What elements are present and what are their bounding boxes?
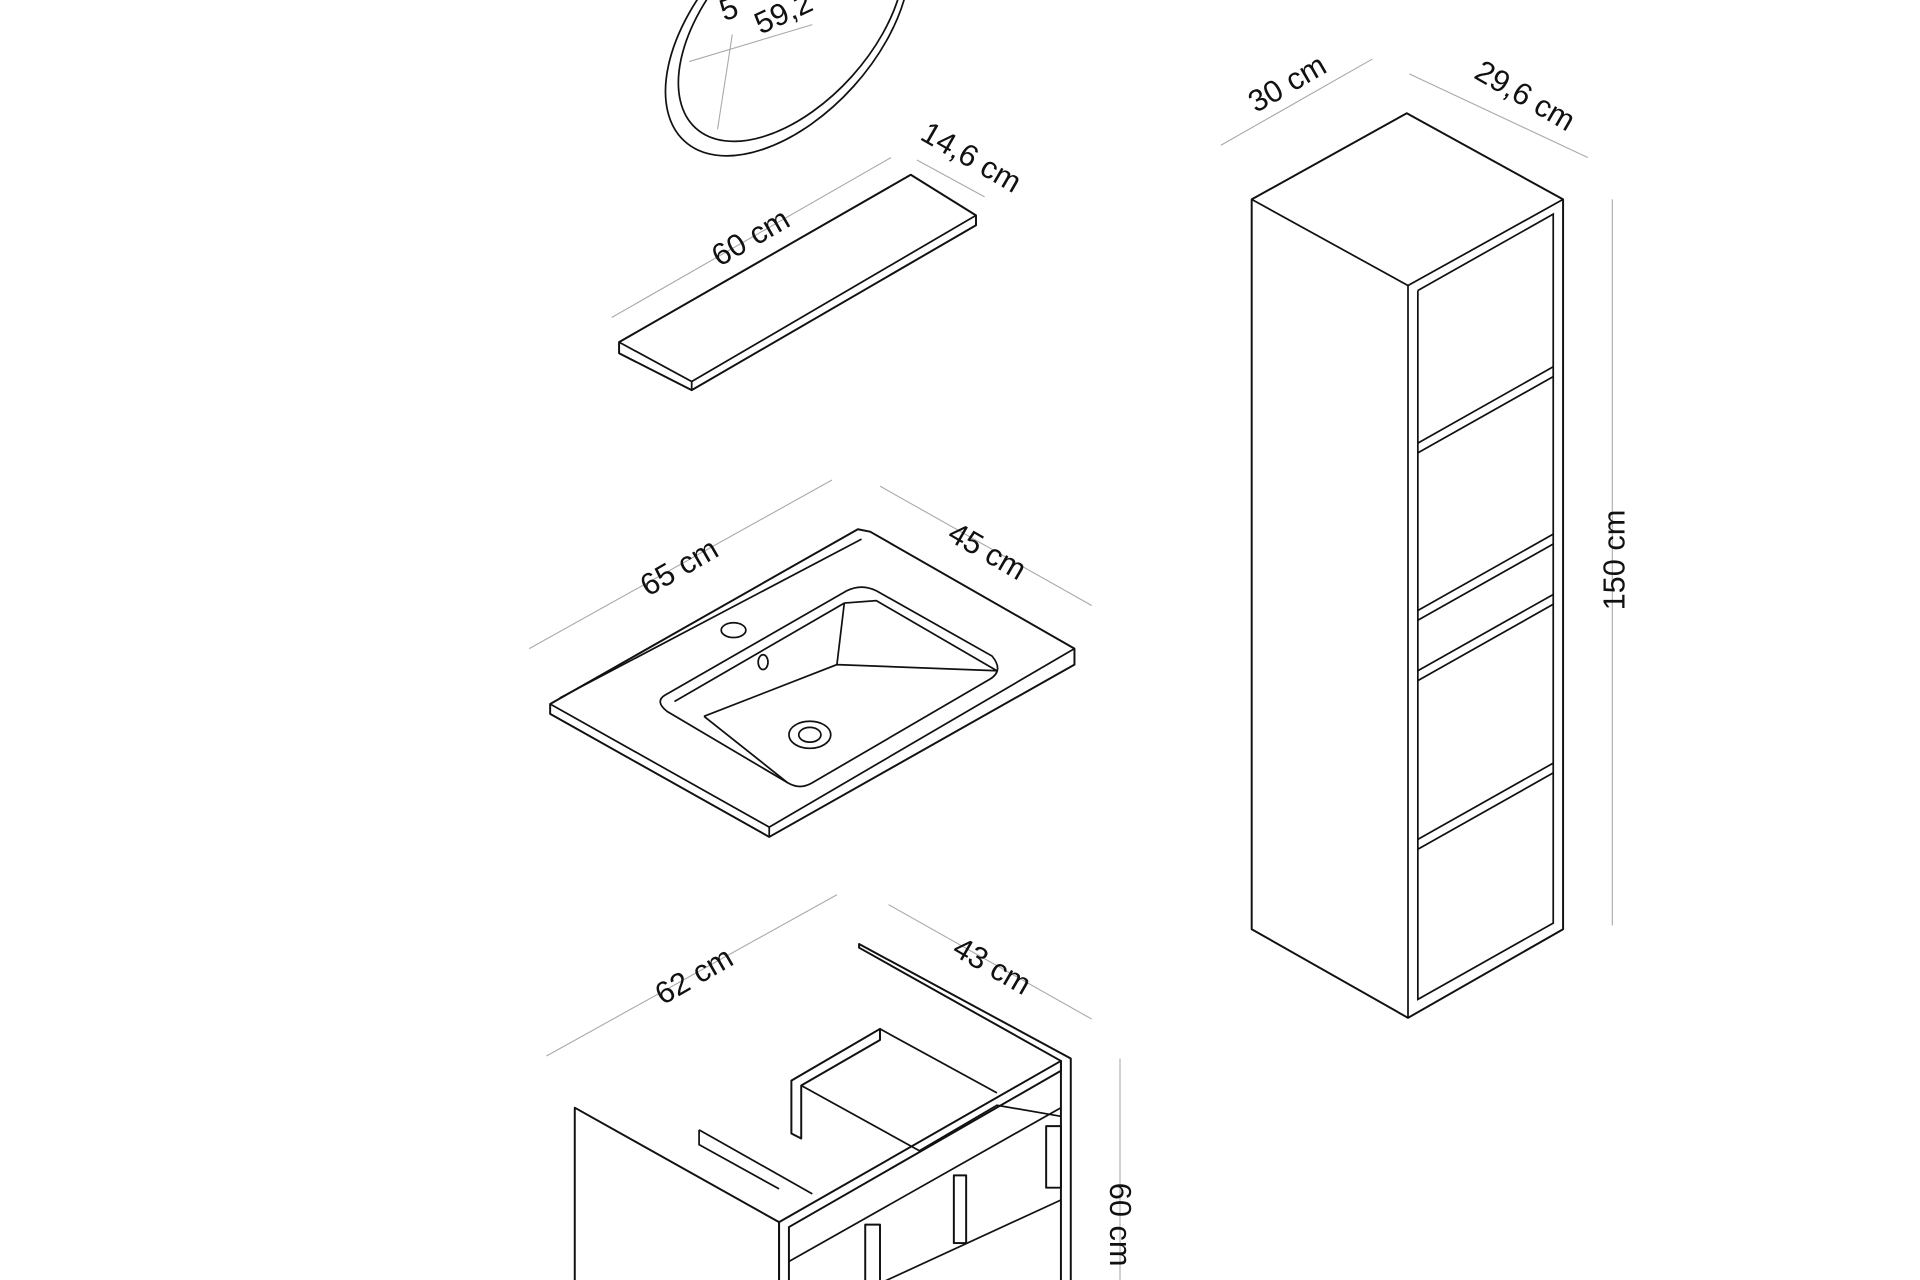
cabinet-width-label: 30 cm xyxy=(1242,47,1332,119)
cabinet-depth-label: 29,6 cm xyxy=(1469,53,1581,138)
mirror-depth-label: 5 xyxy=(715,0,743,28)
mirror-diameter-label: 59,2 xyxy=(749,0,818,41)
vanity-height-label: 60 cm xyxy=(1103,1183,1138,1267)
shelf-depth-label: 14,6 cm xyxy=(915,115,1027,200)
wall-shelf: 60 cm 14,6 cm xyxy=(611,115,1028,392)
tall-cabinet: 30 cm 29,6 cm 150 cm xyxy=(1220,47,1632,1019)
washbasin: 65 cm 45 cm xyxy=(528,479,1092,838)
sink-width-label: 65 cm xyxy=(634,531,724,603)
round-mirror: 5 59,2 xyxy=(664,0,911,157)
vanity-unit: 62 cm 43 cm 60 cm xyxy=(546,894,1138,1280)
sink-depth-label: 45 cm xyxy=(942,515,1032,587)
cabinet-height-label: 150 cm xyxy=(1597,510,1632,611)
vanity-depth-label: 43 cm xyxy=(947,930,1037,1002)
vanity-width-label: 62 cm xyxy=(649,939,739,1011)
